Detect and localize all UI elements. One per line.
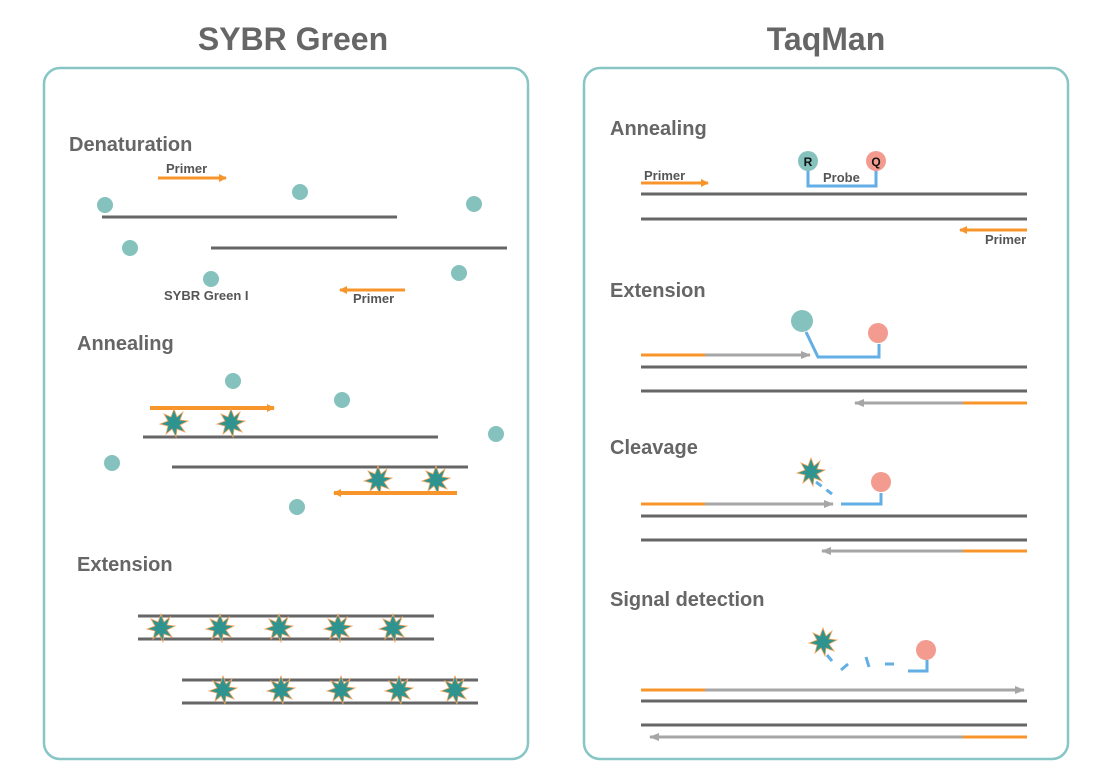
bound-dye-star [363, 465, 393, 495]
step-label: Annealing [610, 118, 707, 140]
probe-fragment [908, 660, 929, 673]
taqman-cleavage: Cleavage [610, 437, 1027, 555]
taqman-extension: Extension [610, 280, 1027, 407]
taqman-signal-detection: Signal detection [610, 589, 1027, 741]
sybr-dye [292, 184, 308, 200]
primer-label: Primer [644, 168, 685, 183]
quencher-dye [871, 472, 891, 492]
probe-fragment [864, 656, 871, 668]
primer-label: Primer [353, 291, 394, 306]
sybr-dye [203, 271, 219, 287]
sybr-denaturation: Denaturation Primer SYBR Green I Primer [69, 134, 507, 306]
probe-fragment [825, 654, 834, 662]
step-label: Extension [77, 554, 173, 576]
quencher-label: Q [871, 155, 880, 169]
bound-dye-star [216, 408, 246, 438]
step-label: Denaturation [69, 134, 192, 156]
sybr-panel [42, 66, 530, 761]
sybr-dye [122, 240, 138, 256]
sybr-dye [97, 197, 113, 213]
probe [804, 331, 881, 359]
sybr-dye [334, 392, 350, 408]
sybr-dye [451, 265, 467, 281]
free-reporter-star [808, 627, 838, 657]
probe-label: Probe [823, 170, 860, 185]
quencher-dye [868, 323, 888, 343]
step-label: Cleavage [610, 437, 698, 459]
sybr-dye [488, 426, 504, 442]
panel-title-taqman: TaqMan [767, 21, 886, 57]
taqman-panel [582, 66, 1070, 761]
reporter-label: R [804, 155, 813, 169]
sybr-dye [225, 373, 241, 389]
sybr-annealing: Annealing [77, 333, 504, 515]
probe [806, 168, 878, 188]
primer-label: Primer [985, 232, 1026, 247]
taqman-annealing: Annealing R Q Probe Primer Primer [610, 118, 1027, 247]
sybr-extension: Extension [77, 554, 478, 705]
primer-label: Primer [166, 161, 207, 176]
sybr-dye [466, 196, 482, 212]
step-label: Annealing [77, 333, 174, 355]
probe-fragment [840, 662, 849, 672]
reporter-dye [791, 310, 813, 332]
bound-dye-star [421, 465, 451, 495]
bound-dye-star [159, 408, 189, 438]
panel-title-sybr: SYBR Green [198, 21, 388, 57]
sybr-dye [104, 455, 120, 471]
cleaved-probe-fragment [815, 480, 837, 499]
quencher-dye [866, 151, 886, 171]
sybr-dye [289, 499, 305, 515]
quencher-dye [916, 640, 936, 660]
sybr-green-label: SYBR Green I [164, 288, 249, 303]
free-reporter-star [796, 457, 826, 487]
probe [841, 493, 883, 506]
step-label: Extension [610, 280, 706, 302]
step-label: Signal detection [610, 589, 764, 611]
reporter-dye [798, 151, 818, 171]
